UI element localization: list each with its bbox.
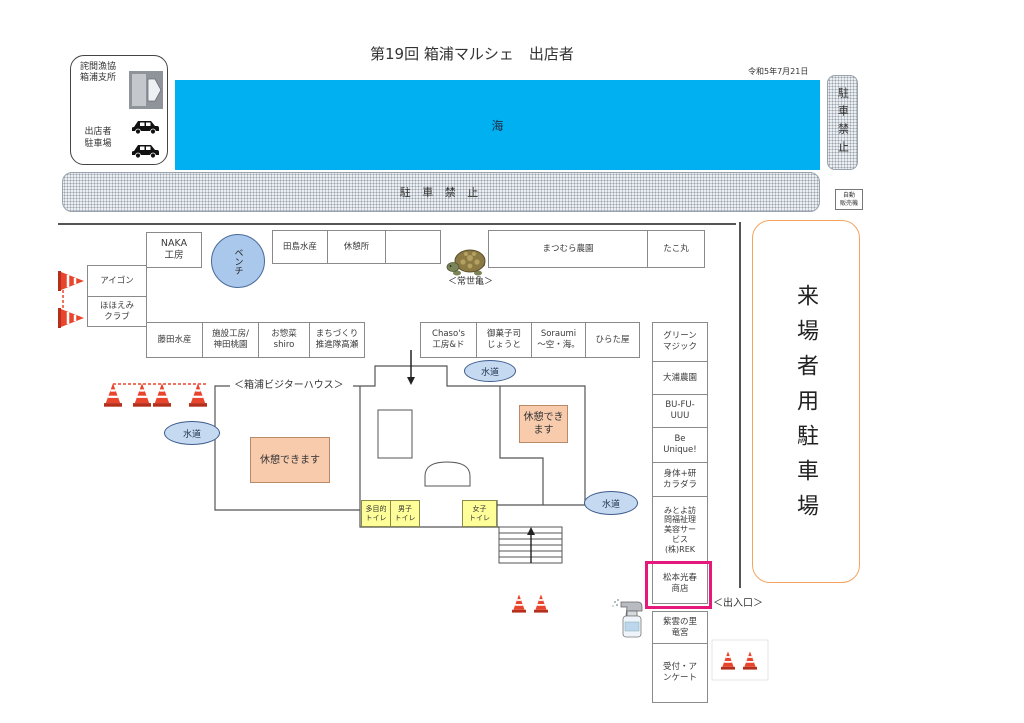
booth-oura-farm: 大浦農園 <box>652 361 708 395</box>
booth-shisetsu-kobo: 施設工房/ 神田桃園 <box>202 322 259 358</box>
booth-shiun-no-sato: 紫雲の里 竜宮 <box>652 611 708 644</box>
turtle-statue-label: ＜常世亀＞ <box>448 277 494 287</box>
rest-area-left: 休憩できます <box>250 437 330 483</box>
booth-matsumoto-shoten: 松本光春 商店 <box>652 563 708 604</box>
booth-naka-kobo: NAKA 工房 <box>146 232 202 268</box>
booth-takomaru: たこ丸 <box>647 230 705 268</box>
building-icon <box>129 71 163 109</box>
toilet-men: 男子 トイレ <box>390 500 420 527</box>
booth-karadara: 身体+研 カラダラ <box>652 462 708 497</box>
date-label: 令和5年7月21日 <box>748 67 809 76</box>
booth-osouzai-shiro: お惣菜 shiro <box>258 322 310 358</box>
booth-chasos: Chaso's 工房&ド <box>420 322 477 358</box>
booth-hirataya: ひらた屋 <box>585 322 640 358</box>
vending-machine: 自動 販売機 <box>835 189 863 210</box>
booth-machizukuri: まちづくり 推進隊高瀬 <box>309 322 365 358</box>
traffic-cone-icon <box>104 383 122 407</box>
interior-arch <box>424 461 471 487</box>
water-tap: 水道 <box>584 491 638 515</box>
entrance-label: ＜出入口＞ <box>713 598 763 609</box>
fishery-office-panel <box>70 55 168 165</box>
sea-area: 海 <box>175 80 820 170</box>
traffic-cone-icon <box>512 594 526 613</box>
traffic-cone-icon <box>189 383 207 407</box>
water-tap: 水道 <box>464 360 516 382</box>
visitor-house-outline <box>214 365 586 528</box>
no-parking-band: 駐 車 禁 止 <box>62 172 820 212</box>
traffic-cone-icon <box>534 594 548 613</box>
booth-fujita-suisan: 藤田水産 <box>146 322 203 358</box>
turtle-icon <box>446 249 486 276</box>
booth-aigon: アイゴン <box>87 265 147 297</box>
arrow-down-icon <box>407 350 415 385</box>
traffic-cone-icon <box>721 651 735 670</box>
no-parking-side-zone: 駐車禁止 <box>827 75 858 170</box>
rest-booth: 休憩所 <box>327 230 386 264</box>
bench: ベンチ <box>211 234 265 288</box>
highlight-frame <box>645 561 712 609</box>
car-icon <box>132 145 159 158</box>
traffic-cone-icon <box>58 271 84 291</box>
visitor-house-label: ＜箱浦ビジターハウス＞ <box>233 380 345 392</box>
page-title: 第19回 箱浦マルシェ 出店者 <box>370 45 574 63</box>
booth-soraumi: Soraumi ～空・海。 <box>531 322 586 358</box>
stairs-icon <box>498 526 563 564</box>
booth-green-magic: グリーン マジック <box>652 322 708 362</box>
car-icon <box>132 121 159 134</box>
reception-booth: 受付・ア ンケート <box>652 643 708 703</box>
water-tap: 水道 <box>164 421 220 445</box>
interior-table <box>377 409 413 459</box>
spray-bottle-icon <box>612 599 643 638</box>
cone-area <box>711 639 769 681</box>
toilet-women: 女子 トイレ <box>462 500 497 527</box>
traffic-cone-icon <box>153 383 171 407</box>
visitor-parking-label: 来場者用駐車場 <box>793 284 818 529</box>
traffic-cone-icon <box>133 383 151 407</box>
traffic-cone-icon <box>58 308 84 328</box>
booth-okashi: 御菓子司 じょうと <box>476 322 532 358</box>
toilet-multipurpose: 多目的 トイレ <box>361 500 391 527</box>
visitor-parking-zone <box>752 220 860 583</box>
traffic-cone-icon <box>743 651 757 670</box>
booth-mitoyo-rek: みとよ訪 問福祉理 美容サー ビス (株)REK <box>652 496 708 564</box>
booth-tajima-suisan: 田島水産 <box>272 230 328 264</box>
booth-bufu: BU-FU- UUU <box>652 394 708 428</box>
fishery-office-label: 詫間漁協 箱浦支所 <box>80 62 117 83</box>
booth-hohoemi-club: ほほえみ クラブ <box>87 296 147 327</box>
vendor-parking-label: 出店者 駐車場 <box>84 127 112 149</box>
rest-area-right: 休憩でき ます <box>519 405 568 443</box>
booth-be-unique: Be Unique! <box>652 427 708 463</box>
booth-empty <box>385 230 441 264</box>
booth-matsumura-farm: まつむら農園 <box>488 230 648 268</box>
